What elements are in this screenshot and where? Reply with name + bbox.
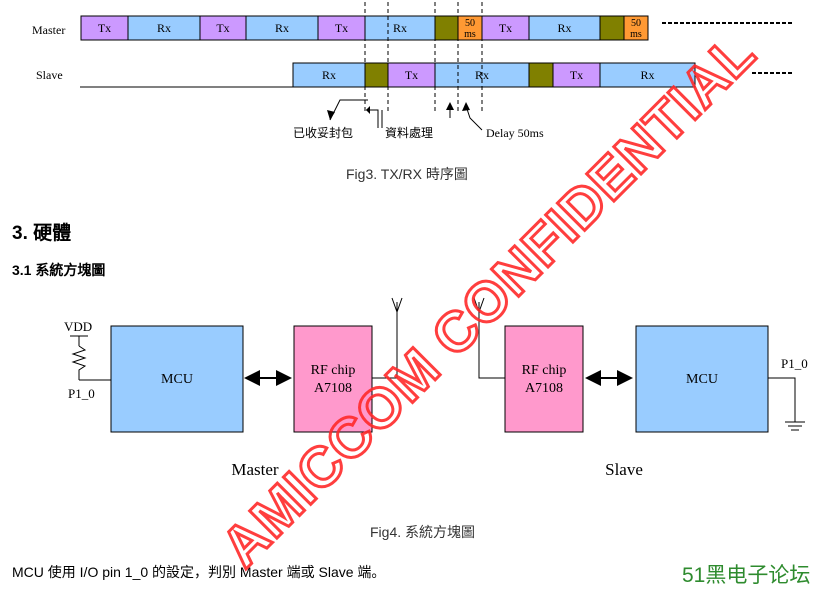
master-segment-rx (127, 15, 201, 41)
annotation-arrows (327, 99, 483, 131)
annotation-received: 已收妥封包 (293, 126, 353, 140)
arrow-delay-left-head (446, 102, 454, 110)
master-segment-delay (457, 15, 483, 41)
slave-segment-label: Rx (322, 68, 336, 82)
master-segment-label: Rx (275, 21, 289, 35)
section-3-1-heading: 3.1 系統方塊圖 (12, 262, 106, 278)
master-segment-label: Tx (499, 21, 512, 35)
arrow-processing-head (366, 106, 370, 114)
arrow-processing (366, 109, 379, 128)
rf-chip-master-line1: RF chip (311, 363, 356, 378)
rf-chip-master-block (293, 325, 373, 433)
master-segment-label: Rx (393, 21, 407, 35)
master-segment-label: ms (630, 29, 642, 40)
rf-chip-slave-block (504, 325, 584, 433)
mcu-master-block (110, 325, 244, 433)
rf-chip-slave-line2: A7108 (525, 381, 563, 396)
master-segment-delay (623, 15, 649, 41)
master-caption: Master (231, 460, 279, 479)
mcu-slave-label: MCU (686, 372, 718, 387)
slave-segment-label: Rx (640, 68, 654, 82)
slave-segment-tx (552, 62, 601, 88)
block-diagram: VDD P1_0 MCU RF chip A7108 RF chip A7108… (64, 297, 808, 479)
annotation-processing: 資料處理 (385, 126, 433, 140)
slave-row-label: Slave (36, 68, 63, 82)
timing-guides (364, 2, 483, 112)
fig4-caption: Fig4. 系統方塊圖 (370, 524, 476, 540)
master-segment-label: Tx (335, 21, 348, 35)
arrow-received-head (327, 110, 335, 120)
master-segment-tx (481, 15, 530, 41)
master-segment-label: 50 (631, 18, 641, 29)
pullup-resistor-icon (70, 335, 111, 381)
master-segment-label: Tx (216, 21, 229, 35)
master-segment-proc (434, 15, 459, 41)
p10-left-label: P1_0 (68, 386, 95, 401)
master-segment-label: ms (464, 29, 476, 40)
slave-segment-rx (292, 62, 366, 88)
mcu-master-label: MCU (161, 372, 193, 387)
slave-segment-label: Tx (405, 68, 418, 82)
rf-chip-master-line2: A7108 (314, 381, 352, 396)
antenna-slave-icon (473, 297, 505, 379)
rf-chip-slave-line1: RF chip (522, 363, 567, 378)
master-segment-proc (599, 15, 625, 41)
body-paragraph: MCU 使用 I/O pin 1_0 的設定，判別 Master 端或 Slav… (12, 564, 386, 580)
arrow-delay-right-head (462, 102, 470, 111)
arrow-received (329, 99, 368, 121)
mcu-slave-block (635, 325, 769, 433)
master-segment-label: Tx (98, 21, 111, 35)
master-segment-rx (364, 15, 436, 41)
master-segment-tx (317, 15, 366, 41)
ground-icon (768, 377, 805, 431)
slave-caption: Slave (605, 460, 643, 479)
slave-segment-proc (364, 62, 389, 88)
fig3-caption: Fig3. TX/RX 時序圖 (346, 166, 468, 182)
forum-logo: 51黑电子论坛 (682, 564, 811, 587)
master-segment-label: Rx (157, 21, 171, 35)
p10-right-label: P1_0 (781, 356, 808, 371)
master-segment-label: 50 (465, 18, 475, 29)
master-segment-rx (245, 15, 319, 41)
master-segment-rx (528, 15, 601, 41)
antenna-master-icon (372, 297, 403, 379)
vdd-label: VDD (64, 319, 92, 334)
master-segment-label: Rx (557, 21, 571, 35)
slave-segment-tx (387, 62, 436, 88)
slave-segment-rx (599, 62, 696, 88)
section-3-heading: 3. 硬體 (12, 223, 72, 244)
annotation-delay: Delay 50ms (486, 126, 544, 140)
master-row-label: Master (32, 23, 65, 37)
slave-segment-proc (528, 62, 554, 88)
slave-segment-label: Tx (570, 68, 583, 82)
